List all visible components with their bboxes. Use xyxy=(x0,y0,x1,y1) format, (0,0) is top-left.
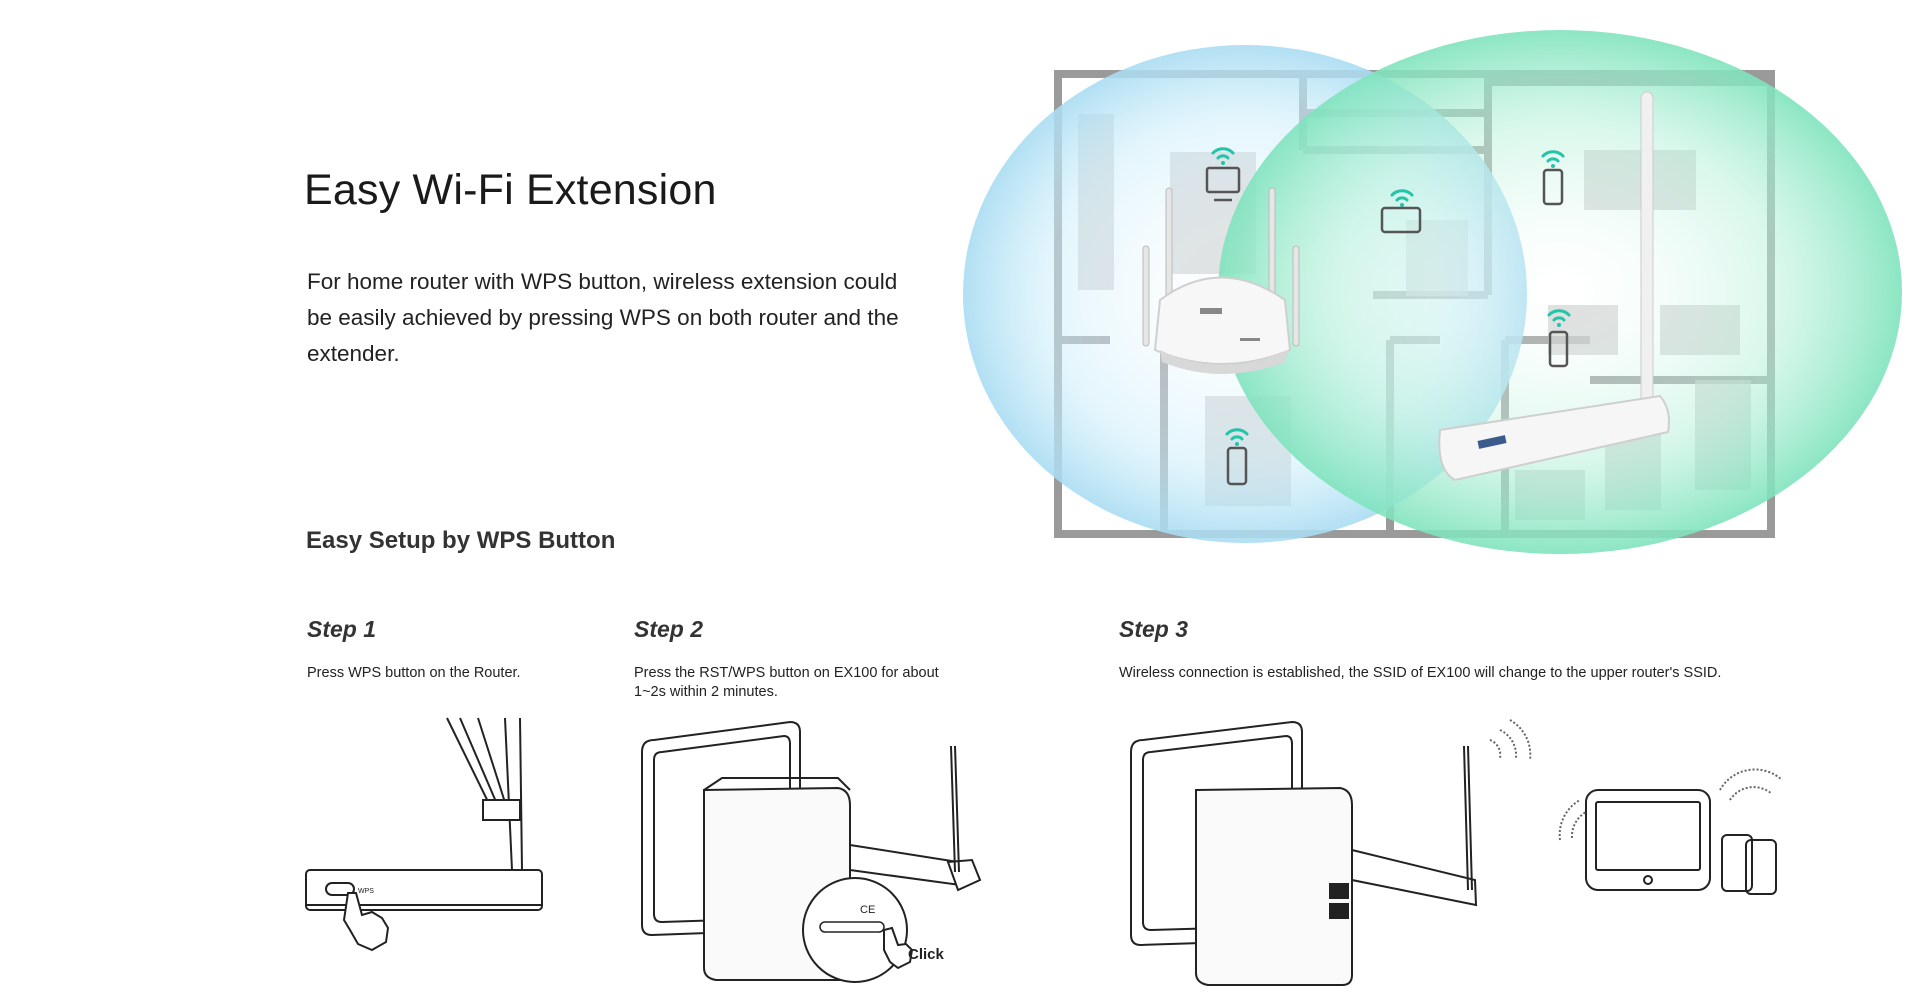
wifi-icon xyxy=(1211,147,1571,441)
wifi-wave-icon xyxy=(1489,719,1783,841)
tablet-icon xyxy=(1380,206,1422,234)
svg-text:WPS: WPS xyxy=(358,888,374,895)
hand-pointer-icon xyxy=(342,892,390,952)
hand-pointer-icon xyxy=(883,926,914,970)
router-device xyxy=(1142,187,1300,374)
phone-icon xyxy=(1548,330,1569,368)
extender-coverage xyxy=(1218,30,1902,554)
step-3-title: Step 3 xyxy=(1119,616,1189,642)
extender-device xyxy=(1438,91,1670,482)
step-3-description: Wireless connection is established, the … xyxy=(1119,665,1722,681)
svg-text:CE: CE xyxy=(860,904,875,916)
step-2-extender-illustration xyxy=(641,720,982,983)
step-1-title: Step 1 xyxy=(307,616,377,642)
phone-icon xyxy=(1226,446,1248,486)
step-2-zoom-detail: CE xyxy=(819,904,885,933)
step-1-description: Press WPS button on the Router. xyxy=(307,665,521,681)
click-label: Click xyxy=(908,946,944,963)
page-title: Easy Wi-Fi Extension xyxy=(304,166,717,214)
wifi-dots xyxy=(1221,161,1561,446)
step-1-router-illustration: WPS xyxy=(305,717,543,911)
monitor-icon xyxy=(1205,166,1241,194)
step-3-connected-illustration xyxy=(1130,720,1777,986)
setup-section-title: Easy Setup by WPS Button xyxy=(306,527,616,554)
phone-icon xyxy=(1542,168,1564,206)
step-2-title: Step 2 xyxy=(634,616,704,642)
hero-description: For home router with WPS button, wireles… xyxy=(307,269,899,366)
step-2-description: Press the RST/WPS button on EX100 for ab… xyxy=(634,665,939,700)
